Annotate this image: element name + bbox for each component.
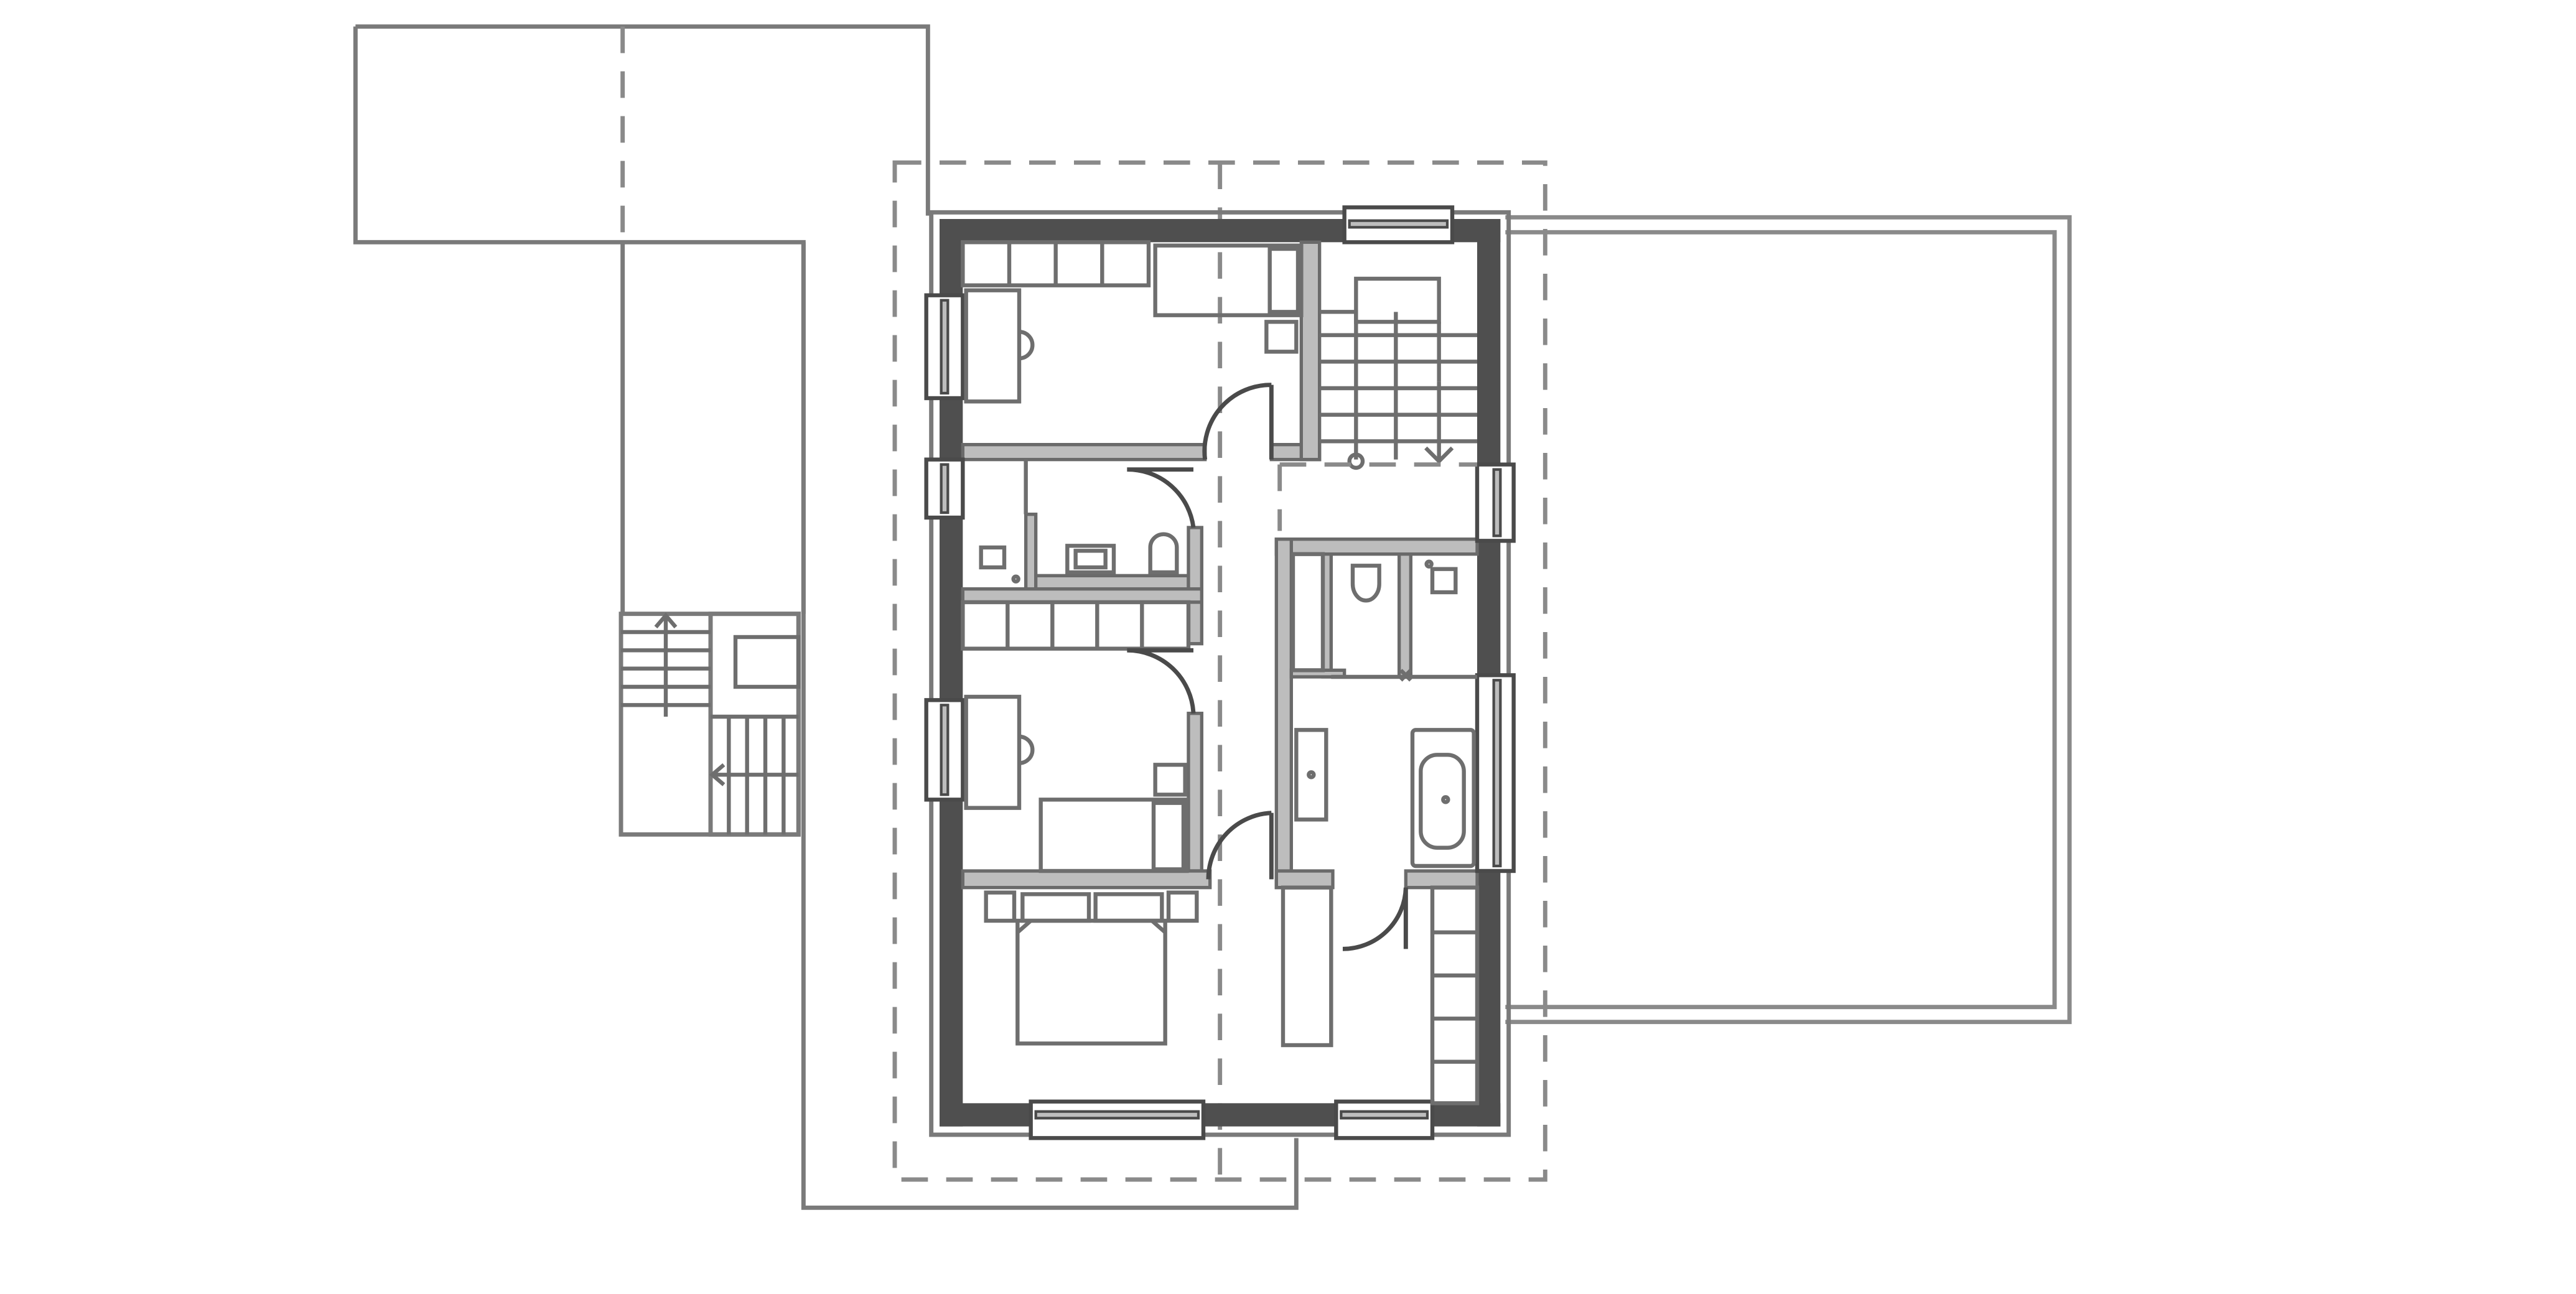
door-bedroom-master xyxy=(1206,811,1274,880)
wall-stair-west xyxy=(1299,240,1322,462)
wc-basin xyxy=(1430,567,1458,595)
wall-east xyxy=(1477,219,1501,1127)
door-bedroom-middle xyxy=(1127,648,1196,714)
chair-north-icon xyxy=(1019,330,1035,361)
stair-down-arrow-icon xyxy=(1424,381,1454,464)
room-bathroom xyxy=(1294,728,1476,951)
stair-hall-dashed xyxy=(1277,462,1477,531)
wall-middle-south xyxy=(961,869,1212,890)
washbasin-shower-room xyxy=(979,545,1007,570)
door-bedroom-north xyxy=(1202,383,1274,460)
chair-middle-icon xyxy=(1019,734,1035,765)
wall-bath-north xyxy=(1274,538,1479,556)
wall-corridor-west-lower xyxy=(1187,712,1203,873)
external-stair xyxy=(618,612,801,837)
wall-bath-south-west xyxy=(1274,869,1335,890)
drain-icon xyxy=(1011,574,1020,584)
window-south-2 xyxy=(1334,1099,1435,1140)
window-west-1 xyxy=(924,293,965,401)
shelf-wc xyxy=(1290,552,1325,673)
window-south-1 xyxy=(1029,1099,1206,1140)
window-west-2 xyxy=(924,457,965,520)
wall-bedroom-north-south xyxy=(961,443,1207,462)
wall-middle-north xyxy=(961,587,1203,604)
nightstand-north xyxy=(1264,320,1299,354)
interior-walls xyxy=(961,240,1479,890)
wall-corridor-west-upper xyxy=(1187,526,1203,596)
corridor-cabinet xyxy=(1281,885,1333,1048)
windows xyxy=(924,205,1516,1140)
terrace-outline-right-outer xyxy=(1505,215,2072,1025)
stair-left-arrow-icon xyxy=(709,763,799,786)
wall-bath-south-east xyxy=(1404,869,1479,890)
window-east-1 xyxy=(1475,462,1516,543)
bed-blanket-fold xyxy=(1016,919,1167,934)
window-north xyxy=(1342,205,1455,244)
bed-middle-icon xyxy=(1038,798,1189,873)
terrace-outline-right-inner xyxy=(1505,230,2057,1010)
room-bedroom-north xyxy=(961,240,1304,460)
room-bedroom-middle xyxy=(961,600,1274,880)
door-bathroom xyxy=(1342,887,1408,951)
stair-up-arrow-icon xyxy=(654,612,678,717)
vanity-basin xyxy=(1065,544,1116,575)
wc-tap-icon xyxy=(1424,559,1434,569)
terrace-outline-left xyxy=(353,24,1299,1210)
wall-bath-west xyxy=(1274,537,1293,890)
window-west-3 xyxy=(924,698,965,802)
room-shower-west xyxy=(979,459,1196,584)
double-bed-icon xyxy=(1015,892,1167,1046)
wardrobe-middle-doors xyxy=(1006,602,1144,649)
stair-icon xyxy=(1319,276,1477,470)
room-master-bedroom xyxy=(984,885,1480,1105)
stair-treads-right xyxy=(1396,333,1477,444)
site-outlines xyxy=(353,24,2072,1210)
vanity-tap-icon xyxy=(1307,770,1316,780)
wardrobe-master-doors xyxy=(1432,930,1477,1064)
door-shower-room xyxy=(1127,467,1196,528)
basin-bowl xyxy=(1073,549,1108,570)
bed-icon xyxy=(1153,243,1304,317)
nightstand-middle xyxy=(1153,763,1187,797)
bath-vanity xyxy=(1294,728,1328,822)
wc-toilet-icon xyxy=(1350,564,1381,603)
stair-start-marker xyxy=(1347,452,1365,470)
wall-wc-east xyxy=(1398,552,1412,679)
nightstand-master-right xyxy=(1166,890,1199,923)
external-stair-landing xyxy=(708,612,801,837)
wardrobe-middle xyxy=(961,600,1191,651)
stair-well-core xyxy=(733,635,801,689)
desk-north xyxy=(964,288,1022,404)
nightstand-master-left xyxy=(984,890,1017,923)
stair-treads-left xyxy=(1319,333,1396,444)
wardrobe-north-doors xyxy=(1007,242,1104,286)
wardrobe-master xyxy=(1430,885,1480,1105)
toilet-icon xyxy=(1148,532,1179,575)
bath-drain-icon xyxy=(1441,795,1450,804)
desk-icon xyxy=(964,694,1022,810)
bathtub-icon xyxy=(1410,728,1476,868)
window-east-2 xyxy=(1475,673,1516,873)
wc-door-marker-icon xyxy=(1399,669,1412,682)
room-wc-east xyxy=(1290,552,1477,682)
wall-shower-south xyxy=(1034,574,1190,591)
